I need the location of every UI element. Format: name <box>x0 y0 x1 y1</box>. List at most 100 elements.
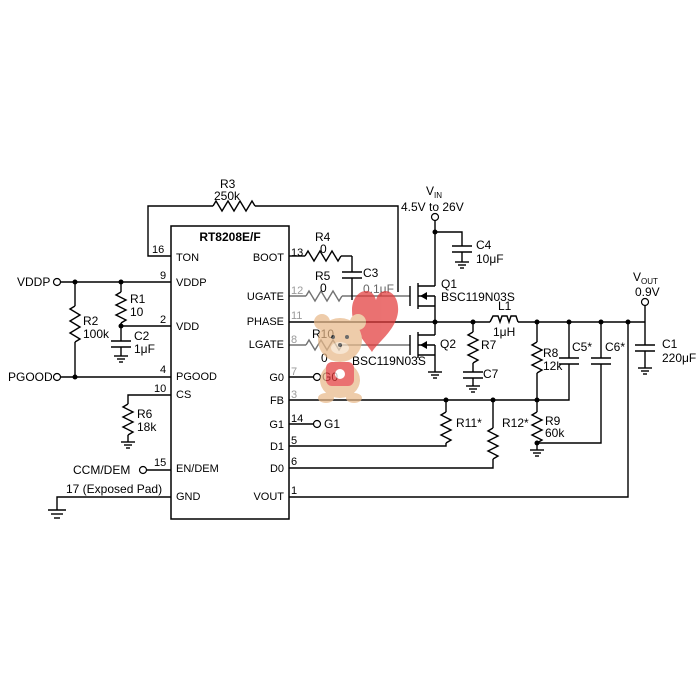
r12-ref: R12* <box>502 416 529 430</box>
r11-ref: R11* <box>456 416 482 430</box>
r3-value: 250k <box>214 189 241 203</box>
c3-ref: C3 <box>363 266 379 280</box>
pin-name-cs: CS <box>176 389 191 401</box>
pin-name-fb: FB <box>270 395 284 407</box>
r8-ref: R8 <box>543 346 559 360</box>
vout-label: VOUT <box>633 270 658 286</box>
pin-num-9: 9 <box>160 270 166 282</box>
junction-pgood-r2 <box>72 374 78 380</box>
r9-value: 60k <box>545 426 565 440</box>
r10-value: 0 <box>321 351 328 365</box>
pin-num-15: 15 <box>154 457 166 469</box>
vout-value: 0.9V <box>635 285 660 299</box>
q1-mosfet <box>409 240 436 323</box>
c4-value: 10μF <box>476 252 504 266</box>
ccm-dem-label: CCM/DEM <box>73 463 130 477</box>
c4-ref: C4 <box>476 238 492 252</box>
r6-ref: R6 <box>137 407 153 421</box>
pin-num-12: 12 <box>291 285 303 297</box>
pin-num-5: 5 <box>291 435 297 447</box>
r3-ref: R3 <box>220 177 236 191</box>
wire-ton <box>147 199 399 292</box>
pin-name-vout: VOUT <box>253 491 284 503</box>
junction-out-c5 <box>566 319 572 325</box>
pgood-label: PGOOD <box>8 370 53 384</box>
ic-name: RT8208E/F <box>199 230 260 244</box>
wire-gnd <box>48 496 171 519</box>
pin-name-lgate: LGATE <box>249 339 284 351</box>
wire-vddp <box>61 281 171 377</box>
ccm-dem-terminal <box>138 465 148 475</box>
pin-num-4: 4 <box>160 364 166 376</box>
vin-range: 4.5V to 26V <box>401 200 464 214</box>
q2-value: BSC119N03S <box>352 354 426 368</box>
junction-fb-r9 <box>534 397 540 403</box>
junction-out-c6 <box>598 319 604 325</box>
pin-name-phase: PHASE <box>247 316 284 328</box>
pin-num-10: 10 <box>154 383 166 395</box>
pin-name-g0: G0 <box>269 372 284 384</box>
pin-name-d0: D0 <box>270 463 284 475</box>
pin-name-d1: D1 <box>270 441 284 453</box>
pin-name-vddp: VDDP <box>176 277 207 289</box>
q1-ref: Q1 <box>441 277 457 291</box>
pin-num-16: 16 <box>152 244 164 256</box>
vddp-terminal <box>52 277 62 287</box>
pin-name-gnd: GND <box>176 491 201 503</box>
vin-label: VIN <box>426 184 442 200</box>
pin-name-pgood: PGOOD <box>176 371 217 383</box>
r1-ref: R1 <box>130 292 146 306</box>
c5-ref: C5* <box>572 340 592 354</box>
vin-terminal <box>430 212 440 222</box>
pin-name-ugate: UGATE <box>247 291 284 303</box>
r9-ref: R9 <box>545 414 561 428</box>
pgood-terminal <box>52 372 62 382</box>
wire-vin <box>434 221 472 269</box>
c2-value: 1μF <box>134 342 155 356</box>
r5-ref: R5 <box>315 269 331 283</box>
c7-ref: C7 <box>483 367 499 381</box>
junction-vddp-r1 <box>118 279 124 285</box>
c1-value: 220μF <box>662 351 696 365</box>
r2-value: 100k <box>83 327 110 341</box>
pin-num-14: 14 <box>291 413 303 425</box>
q2-mosfet <box>409 322 442 379</box>
teddy-bear-heart-icon <box>314 290 399 403</box>
pin-name-vdd: VDD <box>176 321 199 333</box>
q2-ref: Q2 <box>440 337 456 351</box>
junction-vin <box>432 229 438 235</box>
r1-value: 10 <box>130 305 144 319</box>
pin-name-ton: TON <box>176 252 199 264</box>
g0-terminal <box>312 372 322 382</box>
wire-d1-d0 <box>289 400 500 469</box>
pin-name-en-dem: EN/DEM <box>176 463 219 475</box>
r8-value: 12k <box>543 359 563 373</box>
c6-ref: C6* <box>605 340 625 354</box>
r6-value: 18k <box>137 420 157 434</box>
vout-terminal <box>640 297 650 307</box>
pin-num-11: 11 <box>291 310 302 322</box>
r4-value: 0 <box>320 242 327 256</box>
c1-ref: C1 <box>662 337 678 351</box>
r4-ref: R4 <box>315 230 331 244</box>
r5-value: 0 <box>320 281 327 295</box>
junction-vdd-c2 <box>118 323 124 329</box>
r7-ref: R7 <box>481 338 497 352</box>
q1-value: BSC119N03S <box>441 290 515 304</box>
ic-body <box>170 225 290 520</box>
wire-vout <box>289 305 655 498</box>
wire-cs <box>121 394 171 449</box>
r2-ref: R2 <box>83 314 99 328</box>
pin-num-13: 13 <box>291 247 303 259</box>
pin-num-1: 1 <box>291 485 297 497</box>
wire-ugate <box>289 289 410 303</box>
g1-label: G1 <box>324 417 340 431</box>
g1-terminal <box>312 419 322 429</box>
pin-num-8: 8 <box>291 334 297 346</box>
junction-r9-c6 <box>534 440 540 446</box>
pin-name-boot: BOOT <box>253 252 284 264</box>
pin-name-g1: G1 <box>269 419 284 431</box>
pin-num-7: 7 <box>291 366 297 378</box>
junction-vddp-r2 <box>72 279 78 285</box>
